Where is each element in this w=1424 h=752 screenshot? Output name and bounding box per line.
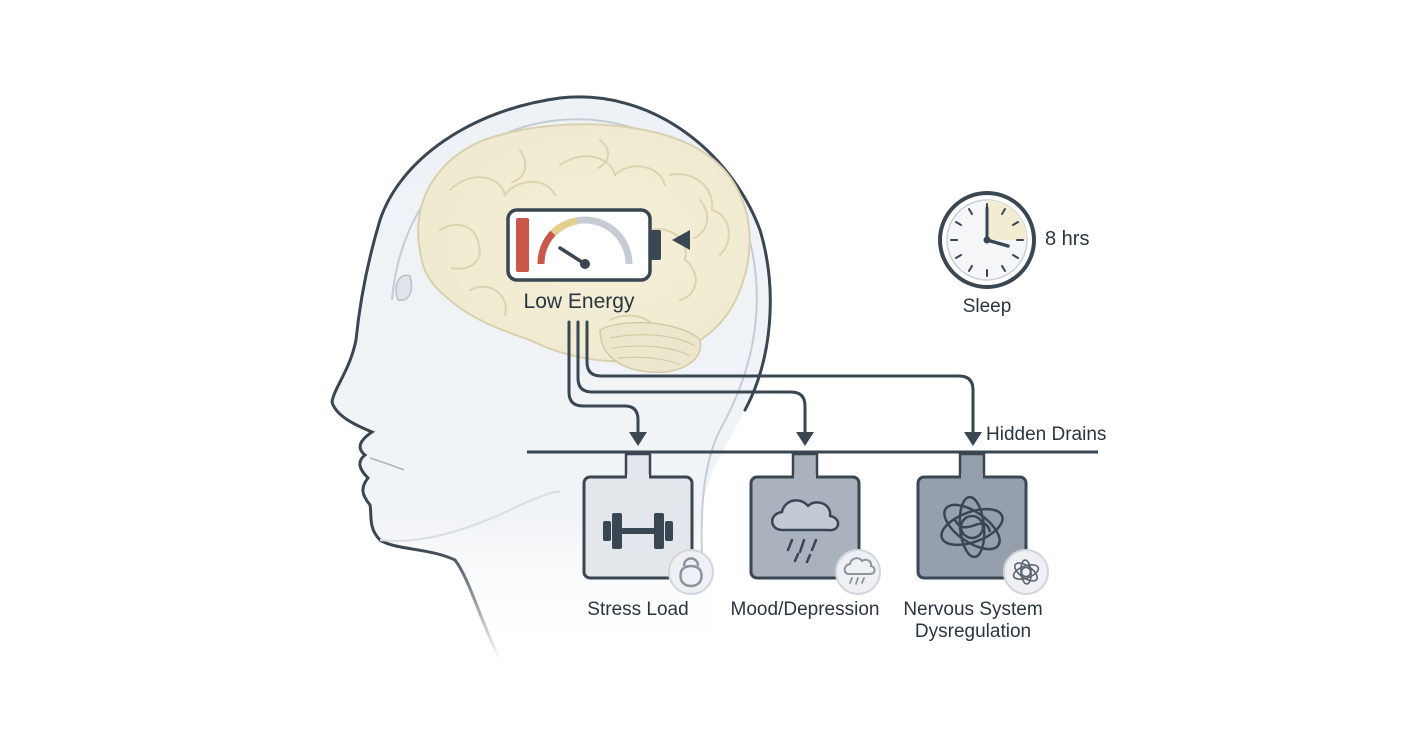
nervous-system-label: Nervous System Dysregulation: [903, 599, 1042, 643]
connector-stress: [567, 320, 640, 438]
dumbbell-icon: [603, 513, 673, 549]
battery-gauge: [506, 208, 661, 282]
tangled-nerves-icon: [940, 495, 1004, 559]
sleep-to-battery-arrow: [672, 230, 930, 250]
kettlebell-icon: [668, 549, 714, 595]
speedometer-icon: [537, 216, 633, 269]
nervous-system-box: [916, 452, 1049, 595]
connector-mood: [576, 320, 807, 438]
arrowhead-mood: [796, 432, 814, 446]
rain-cloud-icon: [771, 499, 840, 564]
connector-nervous: [585, 320, 975, 438]
mood-depression-label: Mood/Depression: [730, 599, 880, 620]
sleep-hours-label: 8 hrs: [1045, 228, 1090, 250]
drain-connectors: [567, 320, 975, 438]
stress-load-box: [582, 452, 714, 595]
hidden-drains-label: Hidden Drains: [986, 424, 1107, 445]
mood-depression-box: [749, 452, 881, 595]
stress-load-label: Stress Load: [587, 599, 689, 620]
battery-charge-level: [516, 218, 529, 272]
nervous-system-label-line1: Nervous System: [903, 599, 1043, 620]
arrowhead-nervous: [964, 432, 982, 446]
rain-cloud-badge-icon: [835, 549, 881, 595]
arrowhead-stress: [629, 432, 647, 446]
nervous-system-label-line2: Dysregulation: [914, 621, 1032, 642]
tangled-nerves-badge-icon: [1003, 549, 1049, 595]
low-energy-label: Low Energy: [523, 290, 635, 313]
clock-icon: [938, 191, 1036, 289]
sleep-label: Sleep: [962, 296, 1012, 317]
connector-arrowheads: [629, 432, 982, 446]
